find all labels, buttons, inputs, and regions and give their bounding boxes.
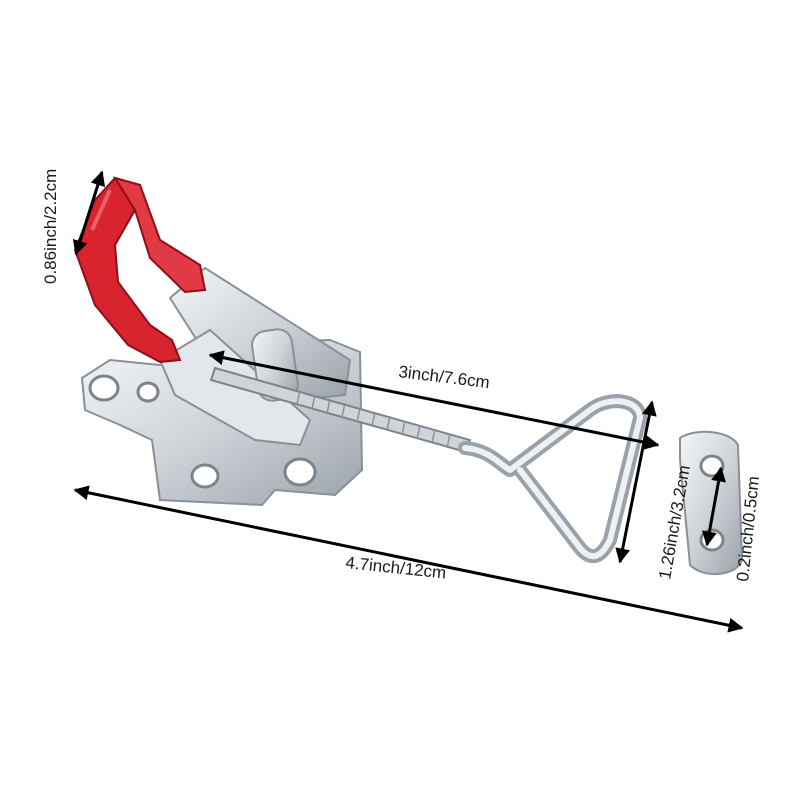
handle-grip — [73, 176, 207, 364]
mounting-hole — [88, 374, 120, 402]
catch-plate — [679, 430, 744, 576]
dimension-arrow-overall-length — [73, 485, 744, 633]
dimension-arrow-grip-height — [72, 170, 106, 256]
hook-length-label: 3inch/7.6cm — [398, 362, 491, 392]
grip-height-label: 0.86inch/2.2cm — [41, 169, 60, 284]
catch-plate-hole — [699, 528, 725, 552]
mounting-hole — [190, 463, 220, 489]
mounting-hole — [136, 381, 160, 403]
overall-length-label: 4.7inch/12cm — [345, 553, 448, 582]
mounting-hole — [283, 457, 317, 487]
dimension-arrow-hook-length — [208, 350, 660, 450]
